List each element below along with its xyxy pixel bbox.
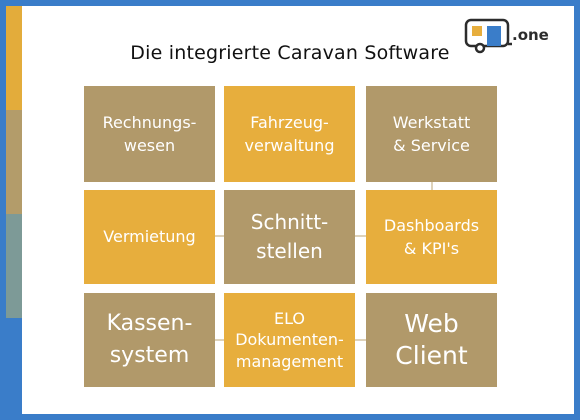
tile-vermietung: Vermietung [84,190,215,284]
caravan-icon [464,18,512,54]
tile-dashboards-kpis: Dashboards& KPI's [366,190,497,284]
tile-schnittstellen: Schnitt-stellen [224,190,355,284]
left-stripe-orange [6,6,22,110]
logo-text: .one [512,26,549,44]
left-stripe-olive [6,110,22,214]
tile-kassensystem: Kassen-system [84,293,215,387]
left-stripe-grey [6,214,22,318]
title: Die integrierte Caravan Software [130,42,450,64]
left-stripe-blue [6,318,22,414]
tile-werkstatt-service: Werkstatt& Service [366,86,497,182]
tile-fahrzeugverwaltung: Fahrzeug-verwaltung [224,86,355,182]
tile-rechnungswesen: Rechnungs-wesen [84,86,215,182]
